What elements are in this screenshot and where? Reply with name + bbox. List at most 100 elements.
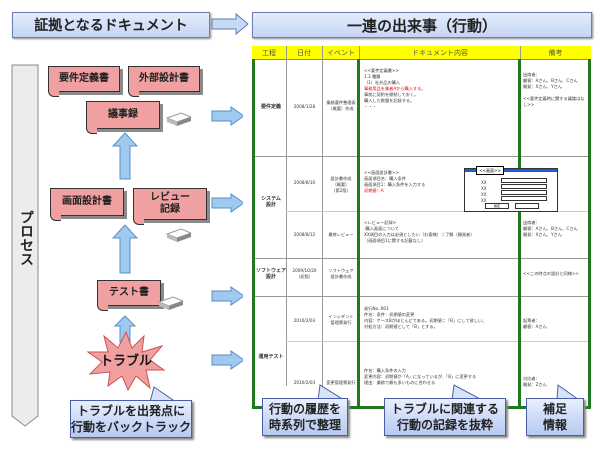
screen-input <box>501 184 547 189</box>
row-event: ソフトウェア 設計書作成 <box>328 268 354 279</box>
event-sequence-header: 一連の出来事（行動） <box>252 12 592 38</box>
row-event: インシデント 管理票発行 <box>328 314 354 325</box>
row-content: 発行No.:001 件名：条件：初期値の変更 内容：ケースBがほとんどである。初… <box>364 306 516 330</box>
evidence-documents-header: 証拠となるドキュメント <box>12 12 210 38</box>
row-content: 件名：購入条件の入力 変更内容：初期値が「A」になっているが、「B」に変更する … <box>364 368 516 386</box>
content-line: 内容：ケースBがほとんどである。初期値＝「B」にして欲しい。 <box>364 318 487 323</box>
content-line: 画面項目名：購入条件 <box>364 176 406 181</box>
supplement-callout: 補足 情報 <box>526 398 584 436</box>
content-line: 事前に契約を締結しておく。 <box>364 92 419 97</box>
row-date: 2008/8/10 <box>293 180 316 185</box>
content-line: 理由：業務で最も多いものに合わせる <box>364 380 436 385</box>
content-line: 件名：購入条件の入力 <box>364 368 406 373</box>
history-callout: 行動の履歴を 時系列で整理 <box>262 398 348 436</box>
supplement-callout-text: 補足 情報 <box>542 401 567 432</box>
row-event: 最終レビュー <box>328 232 354 237</box>
callout-pointer <box>451 384 483 400</box>
row-content: <レビュー記録> -購入画面について XX項目の入力は必須としたい（お客様）＝了… <box>364 220 514 244</box>
content-line: <<要件定義書>> <box>364 68 399 73</box>
requirements-doc-label: 要件定義書 <box>59 73 109 84</box>
screen-mockup: <<画面>> XX XX XX XX 確定 <box>464 166 558 212</box>
content-line: （画面項目1に関する記載なし） <box>364 238 426 243</box>
content-line: -購入画面について <box>364 226 399 231</box>
callout-pointer <box>149 386 177 402</box>
screen-field-label: XX <box>481 192 487 197</box>
screen-confirm-button: 確定 <box>485 203 509 209</box>
phase-operation-test: 運用テスト <box>258 354 284 360</box>
row-date: 2008/1/28 <box>293 104 316 109</box>
row-note: <<この時点の設計と同様>> <box>523 271 579 276</box>
external-design-doc-label: 外部設計書 <box>139 73 189 84</box>
content-line: ・・・ <box>364 104 377 109</box>
column-header-phase: 工程 <box>252 48 286 58</box>
backtrack-callout-text: トラブルを出発点に 行動をバックトラック <box>71 403 192 434</box>
row-date: 2010/2/03 <box>293 380 316 385</box>
paper-stack-icon <box>165 228 191 242</box>
row-event: 業務要件整理表 （概要）作成 <box>326 100 356 111</box>
screen-field-label: XX <box>481 180 487 185</box>
requirements-doc[interactable]: 要件定義書 <box>48 66 120 97</box>
right-arrow-icon <box>211 106 243 126</box>
up-arrow-icon <box>112 224 138 274</box>
phase-requirements: 要件定義 <box>260 104 281 110</box>
row-note: 起票者： 顧客：Aさん <box>523 318 547 329</box>
screen-field-label: XX <box>481 198 487 203</box>
phase-software-design: ソフトウェア 設計 <box>256 268 287 280</box>
callout-pointer <box>317 384 345 400</box>
content-line: <<画面設計書>> <box>364 170 399 175</box>
paper-stack-icon <box>157 296 183 310</box>
screen-design-doc-label: 画面設計書 <box>62 196 112 207</box>
minutes-doc-label: 議事録 <box>108 109 138 120</box>
column-header-date: 日付 <box>286 48 322 58</box>
external-design-doc[interactable]: 外部設計書 <box>128 66 200 97</box>
evidence-documents-title: 証拠となるドキュメント <box>34 18 188 34</box>
column-header-content: ドキュメント内容 <box>360 48 520 58</box>
up-arrow-icon <box>112 132 138 180</box>
content-line: 変更内容：初期値が「A」になっているが、「B」に変更する <box>364 374 477 379</box>
content-line: 件名：条件：初期値の変更 <box>364 312 415 317</box>
screen-input <box>501 196 547 201</box>
row-note: 出席者： 顧客：Aさん、Bさん、Cさん 開発：Xさん、Yさん <box>523 220 578 237</box>
content-line-highlight: 事務用品を業者Aから購入する。 <box>364 86 426 91</box>
paper-stack-icon <box>165 112 191 126</box>
backtrack-callout: トラブルを出発点に 行動をバックトラック <box>70 400 192 438</box>
process-label: プロセス <box>18 210 34 266</box>
minutes-doc[interactable]: 議事録 <box>86 101 160 134</box>
right-arrow-icon <box>211 193 243 213</box>
column-header-event: イベント <box>322 48 360 58</box>
content-line: XX項目の入力は必須としたい（お客様）＝了解（開発者） <box>364 232 475 237</box>
event-sequence-title: 一連の出来事（行動） <box>346 16 497 35</box>
content-line: 購入した数量を記録する。 <box>364 98 415 103</box>
screen-input <box>501 190 547 195</box>
event-table: 工程 日付 イベント ドキュメント内容 備考 要件定義 システム 設計 ソフトウ… <box>252 46 591 416</box>
header-arrow-icon <box>211 12 249 36</box>
review-record-doc-label: レビュー 記録 <box>150 192 190 215</box>
row-event: 設計書作成 （概要） （第2版） <box>330 176 352 193</box>
screen-input <box>501 178 547 183</box>
row-date: 2009/10/20 （初版） <box>292 268 317 279</box>
content-line: 対処方法：初期値として「B」とする。 <box>364 324 438 329</box>
screen-design-doc[interactable]: 画面設計書 <box>50 188 124 221</box>
content-line: 画面項目1：購入条件を入力する <box>364 182 426 187</box>
screen-mock-title: <<画面>> <box>476 166 504 175</box>
review-record-doc[interactable]: レビュー 記録 <box>133 188 207 225</box>
row-content: <<画面設計書>> 画面項目名：購入条件 画面項目1：購入条件を入力する 初期値… <box>364 170 454 194</box>
row-event: 変更管理票発行 <box>326 380 356 385</box>
test-doc[interactable]: テスト書 <box>97 280 161 311</box>
row-note: 対応者： 開発：Zさん <box>523 376 547 387</box>
right-arrow-icon <box>211 286 243 306</box>
content-line: （1）社外品の購入 <box>364 80 401 85</box>
content-line: 1.3 種類 <box>364 74 381 79</box>
right-arrow-icon <box>211 350 243 370</box>
trouble-label: トラブル <box>99 354 152 369</box>
row-note: 出席者： 顧客：Aさん、Bさん、Cさん 開発：Xさん、Yさん <<要件定義時に関… <box>523 72 585 107</box>
callout-pointer <box>556 384 580 400</box>
history-callout-text: 行動の履歴を 時系列で整理 <box>268 401 341 432</box>
screen-field-label: XX <box>481 186 487 191</box>
trouble-burst-icon <box>86 330 166 392</box>
test-doc-label: テスト書 <box>109 287 149 298</box>
row-date: 2008/8/12 <box>293 232 316 237</box>
process-bar <box>11 64 39 427</box>
row-date: 2010/2/03 <box>293 318 316 323</box>
column-header-notes: 備考 <box>520 48 591 58</box>
